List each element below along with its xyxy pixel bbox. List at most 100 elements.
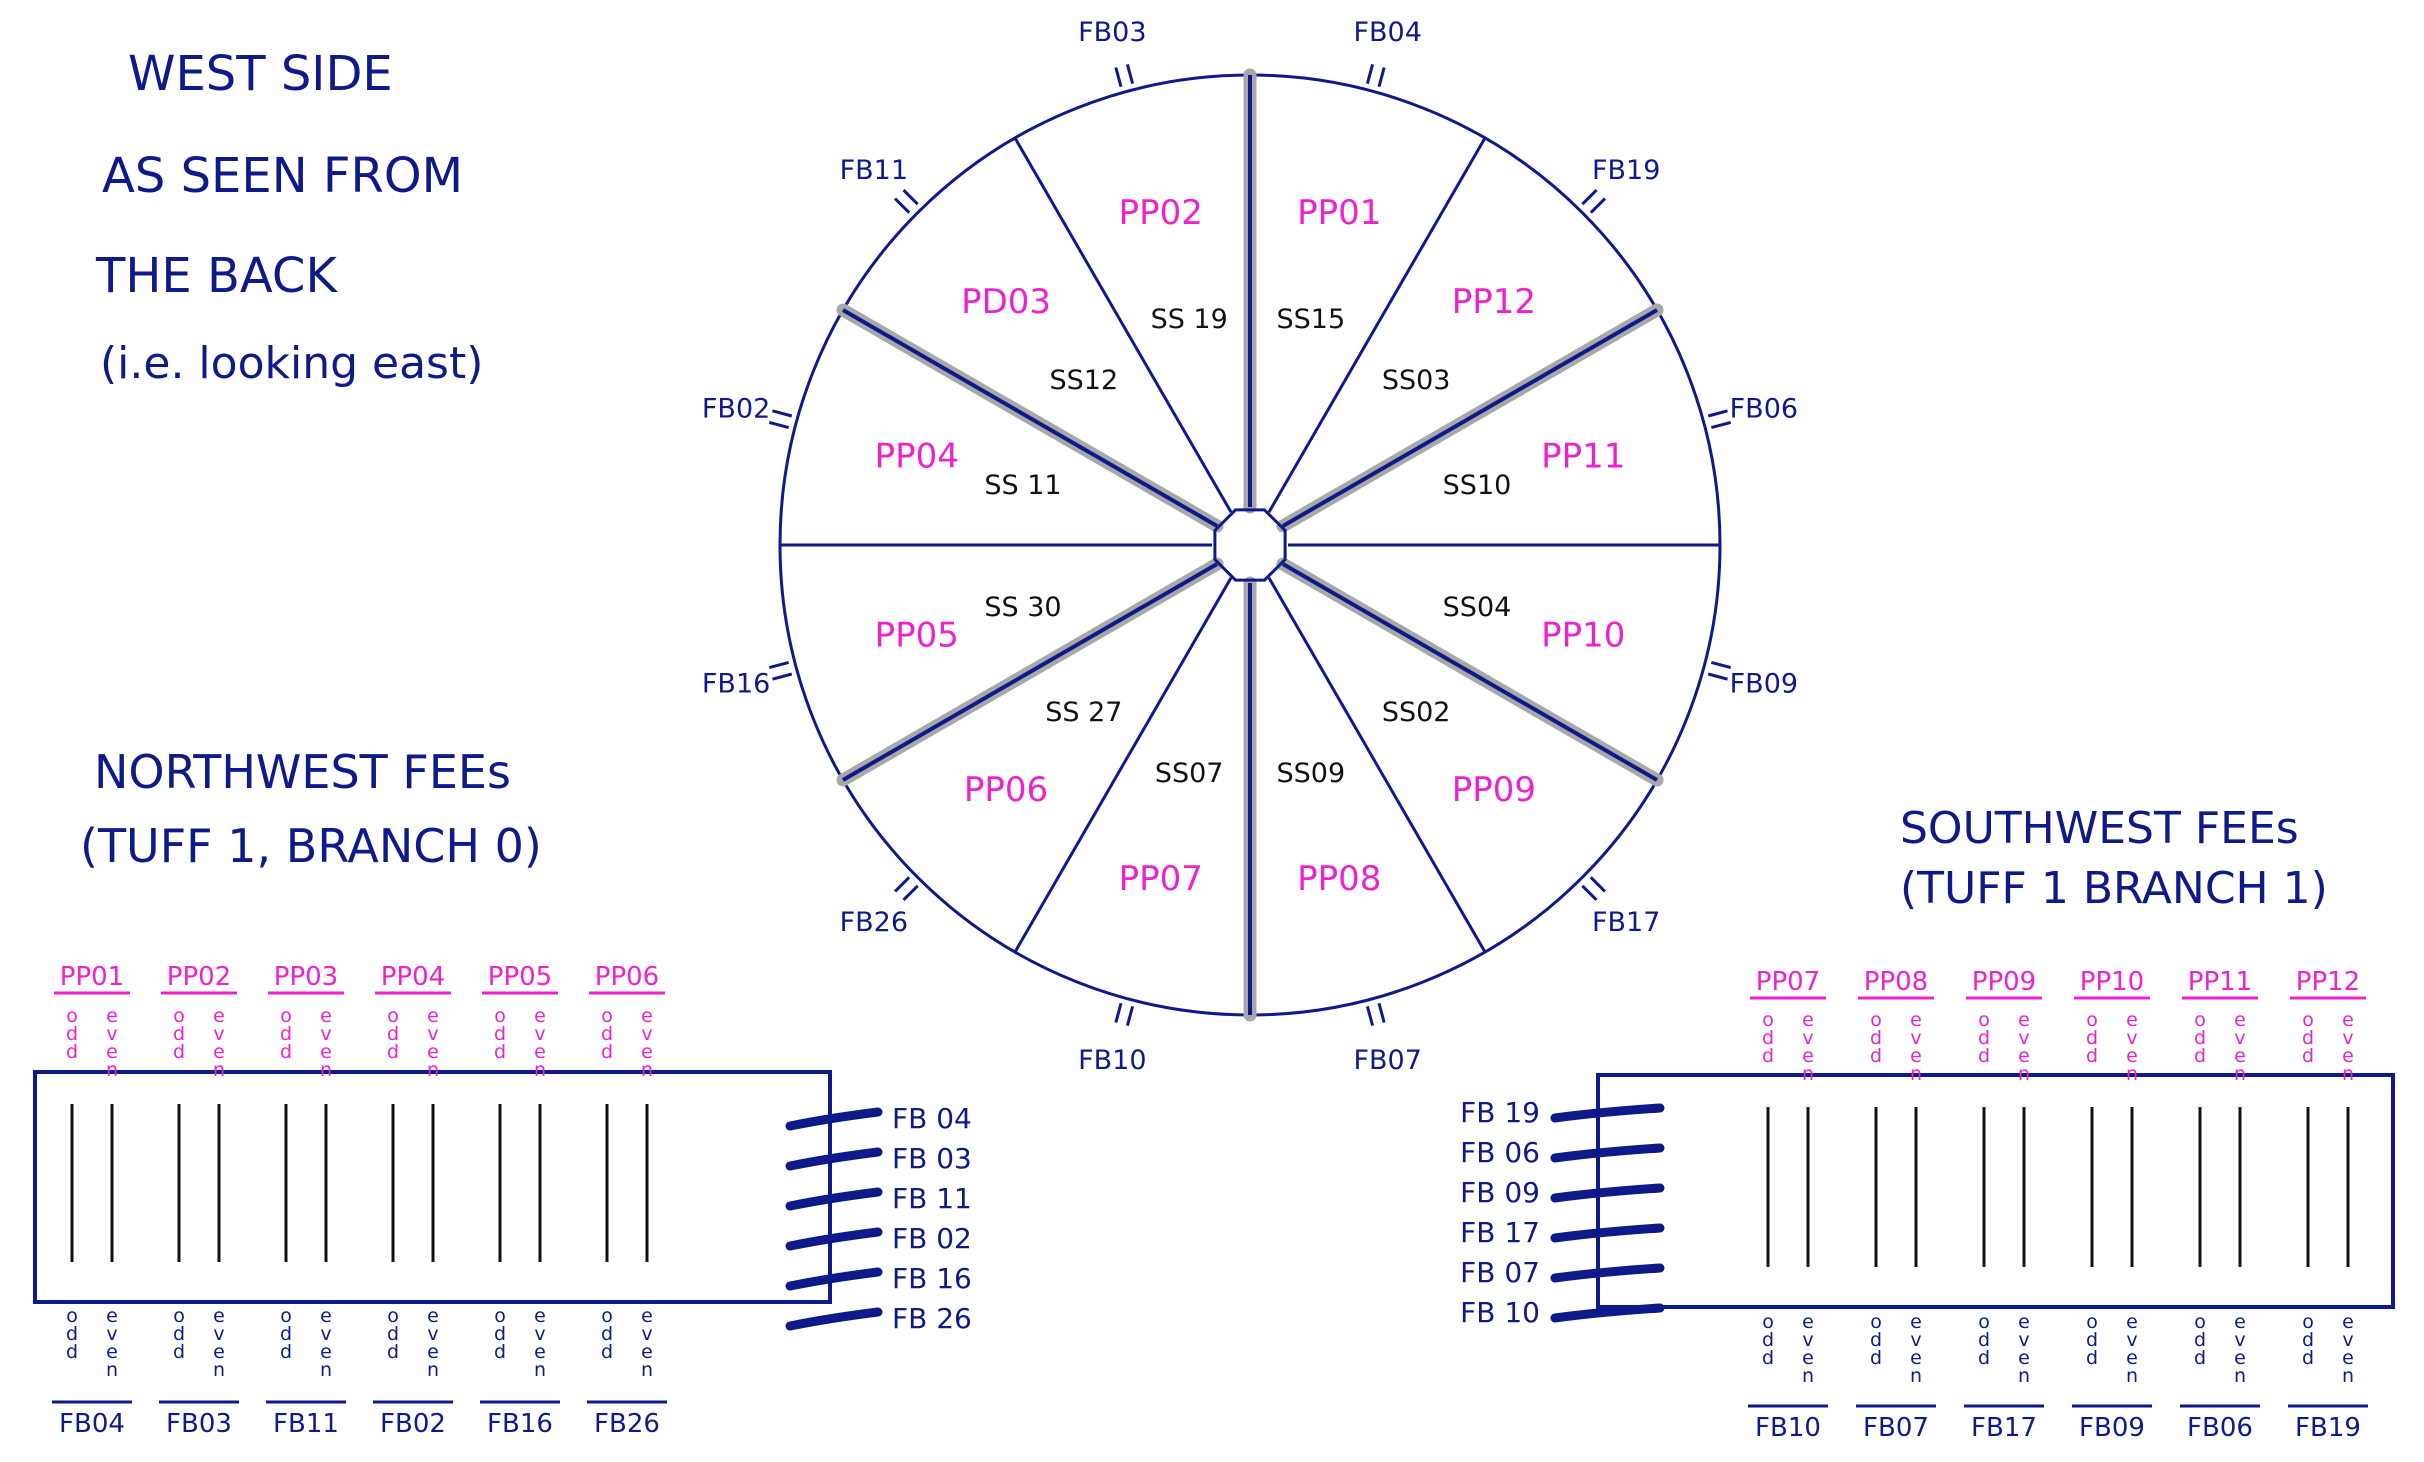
fiber-tick [893,876,911,893]
sector-ss-label: SS07 [1155,758,1224,789]
fee-pp-label: PP11 [2188,967,2252,997]
fee-pp-label: PP03 [274,962,338,992]
fee-side-fb-label: FB 11 [892,1182,972,1215]
sector-pp-label: PP08 [1297,859,1381,899]
fee-cable [1550,1103,1665,1123]
fiber-tick [772,409,793,418]
northwest-fee-box [33,1070,832,1304]
fiber-tick [902,188,919,206]
fee-pp-label: PP06 [595,962,659,992]
fiber-label: FB16 [702,669,770,700]
fiber-label: FB09 [1730,669,1798,700]
fee-pp-label: PP10 [2080,967,2144,997]
fee-pp-label: PP02 [167,962,231,992]
fee-cable [1550,1303,1665,1323]
southwest-subtitle: (TUFF 1 BRANCH 1) [1900,863,2328,914]
fee-pp-label: PP07 [1756,967,1820,997]
sector-pp-label: PD03 [961,282,1051,322]
sector-pp-label: PP04 [875,437,959,477]
fiber-tick [768,420,790,430]
fee-cable [1550,1223,1665,1243]
fee-side-fb-label: FB 16 [892,1262,972,1295]
fee-side-fb-label: FB 17 [1460,1216,1540,1249]
fee-fb-label: FB06 [2187,1413,2253,1443]
fee-side-fb-label: FB 19 [1460,1096,1540,1129]
fee-fb-label: FB09 [2079,1413,2145,1443]
fiber-tick [1377,67,1386,88]
fiber-tick [1707,409,1728,418]
fee-fb-label: FB19 [2295,1413,2361,1443]
fee-fb-label: FB16 [487,1409,553,1439]
fiber-tick [893,197,911,214]
sector-ss-label: SS04 [1443,592,1512,623]
sector-pp-label: PP01 [1297,193,1381,233]
fiber-label: FB07 [1353,1045,1421,1076]
sector-pp-label: PP10 [1541,615,1625,655]
wheel-hub [1213,508,1287,582]
fiber-tick [1710,420,1732,430]
sector-ss-label: SS02 [1382,697,1451,728]
fee-cable [785,1227,883,1251]
heading: WEST SIDE AS SEEN FROM THE BACK (i.e. lo… [95,46,483,389]
fiber-tick [1589,197,1607,214]
fee-side-fb-label: FB 26 [892,1302,972,1335]
sector-ss-label: SS15 [1277,304,1346,335]
fiber-label: FB03 [1078,17,1146,48]
sector-ss-label: SS03 [1382,365,1451,396]
fee-pp-label: PP12 [2296,967,2360,997]
sector-pp-label: PP07 [1119,859,1203,899]
fee-fb-label: FB10 [1755,1413,1821,1443]
major-division-line [1281,308,1659,528]
fee-cable [1550,1263,1665,1283]
fiber-tick [1125,63,1135,85]
heading-line-2: AS SEEN FROM [102,148,463,204]
sector-ss-label: SS 27 [1045,697,1122,728]
heading-line-1: WEST SIDE [128,46,393,102]
fee-fb-label: FB17 [1971,1413,2037,1443]
fiber-tick [1707,672,1728,681]
wheel-major-divisions [836,68,1664,1022]
fee-side-fb-label: FB 04 [892,1102,972,1135]
fee-side-fb-label: FB 09 [1460,1176,1540,1209]
sector-ss-label: SS 11 [984,470,1061,501]
fiber-label: FB04 [1353,17,1421,48]
sector-pp-label: PP12 [1452,282,1536,322]
fee-cable [1550,1183,1665,1203]
southwest-title: SOUTHWEST FEEs [1900,803,2299,854]
fiber-label: FB02 [702,393,770,424]
wheel-spokes [780,137,1720,953]
major-division-line [1281,562,1659,782]
fiber-tick [768,660,790,670]
southwest-fee-box [1596,1073,2395,1309]
fee-cable [785,1307,883,1331]
sector-pp-label: PP09 [1452,770,1536,810]
fiber-tick [902,884,919,902]
fiber-tick [1365,63,1375,85]
fee-fb-label: FB07 [1863,1413,1929,1443]
